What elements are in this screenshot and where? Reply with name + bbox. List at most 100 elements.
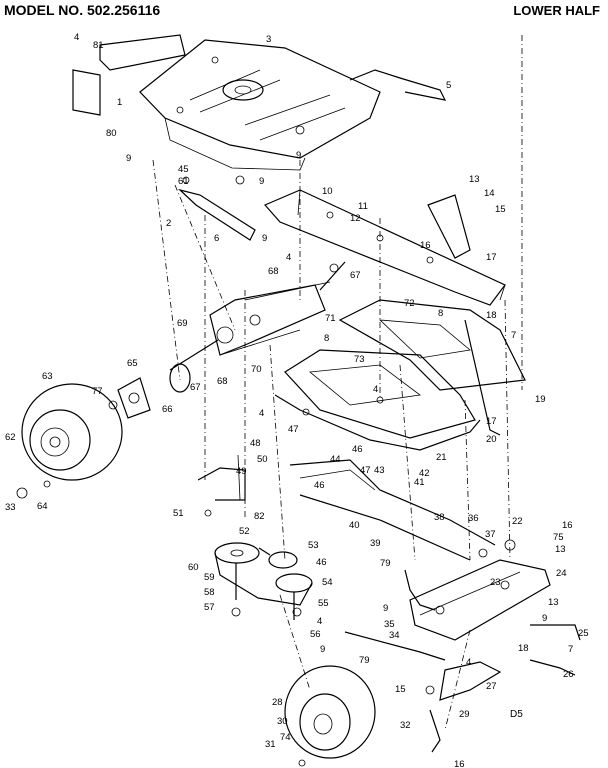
- part-callout-4: 4: [286, 252, 291, 263]
- rear-bracket: [99, 34, 186, 71]
- part-callout-26: 26: [563, 669, 574, 680]
- part-callout-50: 50: [257, 454, 268, 465]
- section-title: LOWER HALF: [513, 3, 600, 18]
- return-spring: [404, 569, 436, 611]
- floor-pan-upper: [338, 299, 526, 391]
- part-callout-51: 51: [173, 508, 184, 519]
- drawing-lines: [16, 34, 581, 767]
- part-callout-31: 31: [265, 739, 276, 750]
- part-callout-28: 28: [272, 697, 283, 708]
- part-callout-15: 15: [495, 204, 506, 215]
- side-plate: [72, 69, 101, 116]
- part-callout-20: 20: [486, 434, 497, 445]
- lift-lever: [349, 69, 447, 101]
- part-callout-67: 67: [350, 270, 361, 281]
- part-callout-81: 81: [93, 40, 104, 51]
- front-axle: [409, 559, 551, 641]
- part-callout-13: 13: [469, 174, 480, 185]
- part-callout-2: 2: [166, 218, 171, 229]
- part-callout-5: 5: [446, 80, 451, 91]
- part-callout-68: 68: [268, 266, 279, 277]
- part-callout-9: 9: [262, 233, 267, 244]
- part-callout-47: 47: [360, 465, 371, 476]
- part-callout-60: 60: [188, 562, 199, 573]
- part-callout-52: 52: [239, 526, 250, 537]
- clutch-linkage: [289, 459, 496, 546]
- part-callout-65: 65: [127, 358, 138, 369]
- part-callout-24: 24: [556, 568, 567, 579]
- part-callout-62: 62: [5, 432, 16, 443]
- part-callout-8: 8: [324, 333, 329, 344]
- part-callout-80: 80: [106, 128, 117, 139]
- part-callout-67: 67: [190, 382, 201, 393]
- part-callout-58: 58: [204, 587, 215, 598]
- part-callout-69: 69: [177, 318, 188, 329]
- part-callout-16: 16: [562, 520, 573, 531]
- part-callout-4: 4: [466, 657, 471, 668]
- idler-pulley: [268, 551, 298, 569]
- chassis-plate: [139, 39, 381, 159]
- part-callout-22: 22: [512, 516, 523, 527]
- part-callout-4: 4: [373, 384, 378, 395]
- floor-pan-lower: [284, 349, 476, 439]
- part-callout-4: 4: [317, 616, 322, 627]
- wheel-hub: [117, 377, 151, 419]
- part-callout-44: 44: [330, 454, 341, 465]
- brace-bracket: [427, 194, 471, 259]
- diagram-code: D5: [510, 709, 523, 720]
- part-callout-18: 18: [518, 643, 529, 654]
- part-callout-66: 66: [162, 404, 173, 415]
- part-callout-68: 68: [217, 376, 228, 387]
- part-callout-12: 12: [350, 213, 361, 224]
- part-callout-10: 10: [322, 186, 333, 197]
- part-callout-43: 43: [374, 465, 385, 476]
- part-callout-79: 79: [359, 655, 370, 666]
- part-callout-59: 59: [204, 572, 215, 583]
- part-callout-7: 7: [568, 644, 573, 655]
- part-callout-55: 55: [318, 598, 329, 609]
- part-callout-30: 30: [277, 716, 288, 727]
- part-callout-56: 56: [310, 629, 321, 640]
- driven-pulley: [275, 573, 313, 593]
- part-callout-15: 15: [395, 684, 406, 695]
- part-callout-9: 9: [296, 150, 301, 161]
- part-callout-3: 3: [266, 34, 271, 45]
- part-callout-29: 29: [459, 709, 470, 720]
- part-callout-4: 4: [259, 408, 264, 419]
- part-callout-48: 48: [250, 438, 261, 449]
- part-callout-13: 13: [555, 544, 566, 555]
- part-callout-75: 75: [553, 532, 564, 543]
- part-callout-82: 82: [254, 511, 265, 522]
- part-callout-37: 37: [485, 529, 496, 540]
- part-callout-49: 49: [236, 466, 247, 477]
- part-callout-79: 79: [380, 558, 391, 569]
- part-callout-18: 18: [486, 310, 497, 321]
- rear-wheel-tire: [21, 383, 123, 481]
- part-callout-17: 17: [486, 252, 497, 263]
- part-callout-54: 54: [322, 577, 333, 588]
- part-callout-40: 40: [349, 520, 360, 531]
- clutch-lever: [197, 467, 246, 501]
- part-callout-72: 72: [404, 298, 415, 309]
- part-callout-19: 19: [535, 394, 546, 405]
- brake-rod: [299, 494, 471, 561]
- part-callout-27: 27: [486, 681, 497, 692]
- part-callout-25: 25: [578, 628, 589, 639]
- part-callout-77: 77: [92, 386, 103, 397]
- part-callout-35: 35: [384, 619, 395, 630]
- drive-belt: [214, 547, 313, 606]
- part-callout-9: 9: [320, 644, 325, 655]
- drive-pulley: [214, 542, 260, 564]
- part-callout-16: 16: [420, 240, 431, 251]
- part-callout-70: 70: [251, 364, 262, 375]
- part-callout-73: 73: [354, 354, 365, 365]
- part-callout-61: 61: [178, 176, 189, 187]
- control-rod: [464, 319, 501, 436]
- part-callout-7: 7: [511, 330, 516, 341]
- part-callout-34: 34: [389, 630, 400, 641]
- part-callout-8: 8: [438, 308, 443, 319]
- part-callout-47: 47: [288, 424, 299, 435]
- mount-bracket: [177, 188, 256, 241]
